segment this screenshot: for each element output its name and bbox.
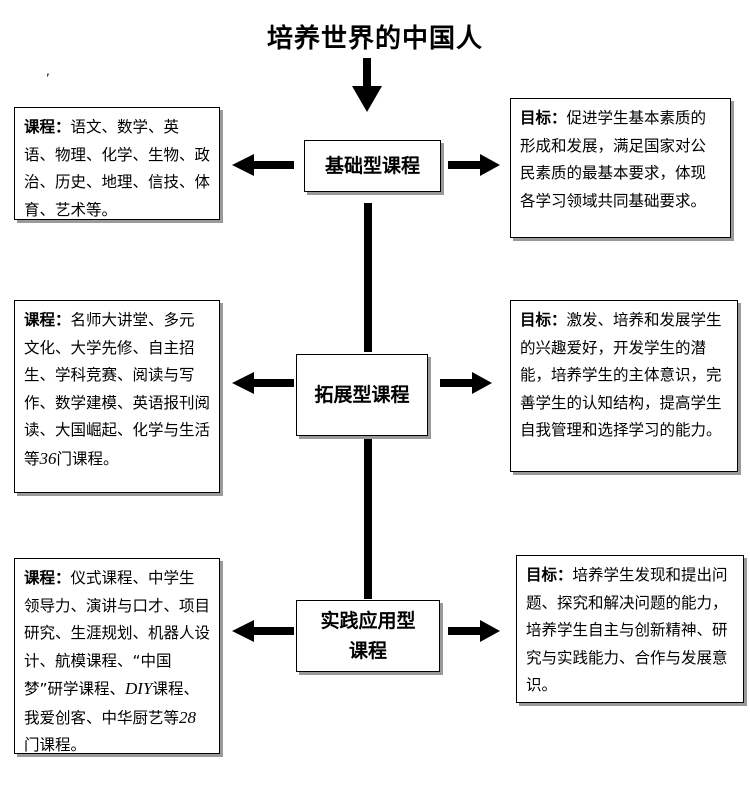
- courses-list: 语文、数学、英语、物理、化学、生物、政治、历史、地理、信技、体育、艺术等。: [24, 118, 211, 219]
- diy-text: DIY: [125, 679, 153, 698]
- courses-label: 课程：: [24, 569, 71, 587]
- left-arrow-icon: [232, 154, 294, 176]
- extended-course-box: 拓展型课程: [296, 354, 428, 436]
- courses-label: 课程：: [24, 118, 71, 136]
- practice-course-box: 实践应用型课程: [296, 600, 440, 672]
- left-arrow-icon: [232, 372, 294, 394]
- extended-course-title: 拓展型课程: [314, 384, 410, 406]
- basic-goal-text: 目标：促进学生基本素质的形成和发展，满足国家对公民素质的最基本要求，体现各学习领…: [510, 98, 731, 222]
- right-arrow-icon: [448, 620, 500, 642]
- goal-label: 目标：: [520, 109, 567, 127]
- extended-courses-box: [14, 300, 220, 493]
- basic-courses-text: 课程：语文、数学、英语、物理、化学、生物、政治、历史、地理、信技、体育、艺术等。: [14, 107, 220, 231]
- courses-label: 课程：: [24, 311, 71, 329]
- practice-courses-text: 课程：仪式课程、中学生领导力、演讲与口才、项目研究、生涯规划、机器人设计、航模课…: [14, 558, 220, 767]
- courses-list-continued: 课程、我爱创客、中华厨艺等: [24, 680, 199, 727]
- extended-goal-box: [510, 300, 738, 472]
- practice-goal-box: [516, 555, 744, 703]
- courses-suffix: 门课程。: [24, 736, 87, 754]
- practice-course-title: 实践应用型课程: [320, 610, 416, 662]
- courses-list: 名师大讲堂、多元文化、大学先修、自主招生、学科竞赛、阅读与写作、数学建模、英语报…: [24, 311, 211, 468]
- basic-course-title: 基础型课程: [324, 155, 420, 177]
- goal-description: 促进学生基本素质的形成和发展，满足国家对公民素质的最基本要求，体现各学习领域共同…: [520, 109, 707, 210]
- basic-course-box: 基础型课程: [304, 140, 441, 192]
- page-title: 培养世界的中国人: [266, 24, 483, 54]
- extended-courses-text: 课程：名师大讲堂、多元文化、大学先修、自主招生、学科竞赛、阅读与写作、数学建模、…: [14, 300, 220, 480]
- goal-description: 培养学生发现和提出问题、探究和解决问题的能力，培养学生自主与创新精神、研究与实践…: [526, 566, 728, 694]
- connector-line-1: [364, 203, 372, 352]
- basic-courses-box: [14, 107, 220, 220]
- stray-mark: ,: [46, 64, 50, 78]
- connector-line-2: [364, 437, 372, 599]
- left-arrow-icon: [232, 620, 294, 642]
- right-arrow-icon: [440, 372, 492, 394]
- course-count: 28: [179, 707, 197, 727]
- right-arrow-icon: [448, 154, 500, 176]
- practice-courses-box: [14, 558, 220, 754]
- courses-suffix: 门课程。: [56, 449, 119, 468]
- courses-list: 仪式课程、中学生领导力、演讲与口才、项目研究、生涯规划、机器人设计、航模课程、“…: [24, 569, 211, 698]
- course-count: 36: [39, 448, 57, 468]
- goal-label: 目标：: [526, 566, 573, 584]
- goal-label: 目标：: [520, 311, 567, 329]
- basic-goal-box: [510, 98, 731, 238]
- goal-description: 激发、培养和发展学生的兴趣爱好，开发学生的潜能，培养学生的主体意识，完善学生的认…: [520, 311, 722, 439]
- extended-goal-text: 目标：激发、培养和发展学生的兴趣爱好，开发学生的潜能，培养学生的主体意识，完善学…: [510, 300, 738, 452]
- practice-goal-text: 目标：培养学生发现和提出问题、探究和解决问题的能力，培养学生自主与创新精神、研究…: [516, 555, 744, 707]
- down-arrow-icon: [352, 58, 382, 112]
